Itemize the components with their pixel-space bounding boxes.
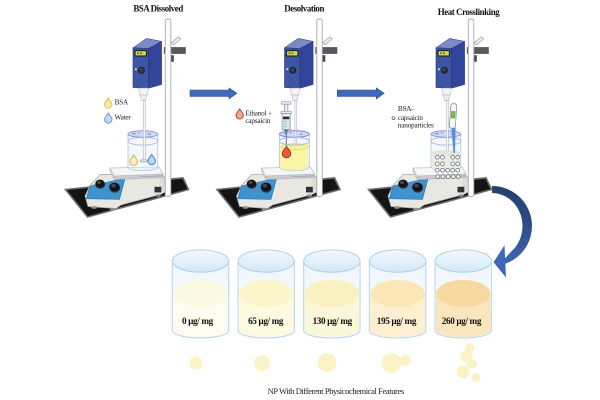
svg-text:0 µg/ mg: 0 µg/ mg [182, 316, 214, 326]
svg-text:Desolvation: Desolvation [284, 3, 324, 13]
svg-text:Ethanol +: Ethanol + [245, 110, 272, 118]
svg-text:Heat Crosslinking: Heat Crosslinking [438, 7, 500, 17]
svg-text:65 µg/ mg: 65 µg/ mg [248, 316, 284, 326]
svg-text:BSA-: BSA- [398, 105, 414, 113]
svg-text:capsaicin: capsaicin [398, 114, 424, 122]
svg-text:260 µg/ mg: 260 µg/ mg [442, 316, 482, 326]
svg-text:nanoparticles: nanoparticles [398, 122, 434, 130]
svg-text:BSA: BSA [115, 99, 129, 107]
svg-text:capsaicin: capsaicin [245, 117, 271, 125]
svg-text:195 µg/ mg: 195 µg/ mg [377, 316, 417, 326]
svg-text:Water: Water [115, 113, 132, 121]
svg-text:130 µg/ mg: 130 µg/ mg [313, 316, 353, 326]
svg-text:NP With Different Physicochemi: NP With Different Physicochemical Featur… [268, 386, 404, 396]
svg-text:BSA Dissolved: BSA Dissolved [133, 3, 183, 13]
